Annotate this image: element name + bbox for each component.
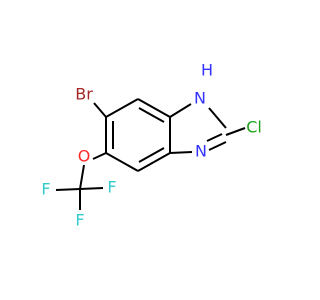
hydrogen-label: H [201, 61, 213, 80]
bond-o-cf3 [79, 164, 85, 190]
bond-c7-c7a-double [138, 147, 165, 163]
bond-n3-c7a [169, 151, 193, 154]
bond-cf3-f-top [79, 187, 104, 190]
chlorine-label: Cl [246, 118, 262, 137]
fluorine-left-label: F [41, 180, 50, 199]
oxygen-label: O [78, 147, 91, 166]
bond-c2-n3-double [206, 133, 223, 142]
nitrogen-h-label: N [194, 89, 206, 108]
bond-c3a-n1 [169, 103, 192, 118]
bond-n1-c2 [208, 107, 227, 129]
bond-c6-o [92, 152, 107, 160]
bond-c2-n3 [208, 141, 227, 151]
nitrogen-label: N [195, 142, 207, 161]
molecule-structure: Br N H Cl N O F F F [41, 61, 262, 230]
bond-c6-c7 [105, 152, 139, 172]
fluorine-top-label: F [107, 178, 116, 197]
fluorine-bottom-label: F [75, 211, 84, 230]
bond-c7-c7a-inner [137, 152, 171, 172]
bromine-label: Br [75, 85, 93, 104]
bond-c4-c5 [105, 98, 139, 118]
bond-c3a-c4-double [138, 107, 165, 123]
bond-c2-cl [225, 127, 246, 136]
bond-c3a-c4 [137, 98, 171, 118]
molecule-canvas: Br N H Cl N O F F F [41, 60, 262, 230]
bond-c5-br [93, 102, 107, 118]
bond-cf3-f-left [55, 188, 81, 191]
